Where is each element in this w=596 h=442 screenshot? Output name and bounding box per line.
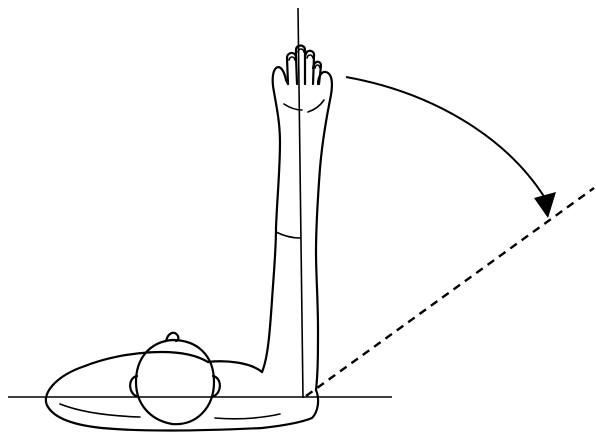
- body-outline: [46, 352, 318, 431]
- motion-arc: [346, 77, 545, 198]
- vertical-reference-line: [298, 8, 303, 398]
- head: [130, 333, 220, 424]
- motion-arrowhead-icon: [534, 192, 556, 218]
- raised-arm: [262, 67, 332, 390]
- dashed-end-position-line: [306, 188, 594, 396]
